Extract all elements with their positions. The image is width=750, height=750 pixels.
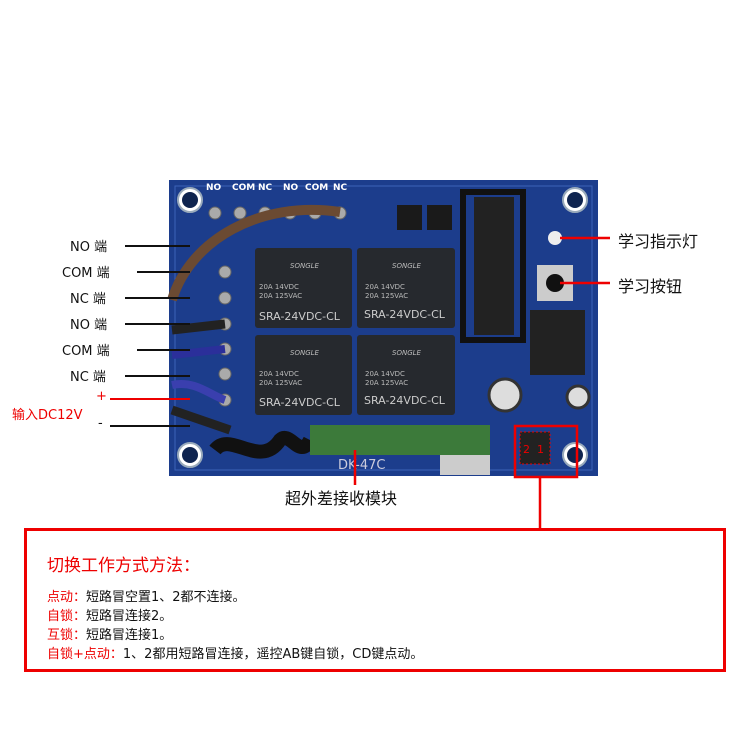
terminal-header-text: NC [333,183,348,193]
relay-rating: 20A 14VDC [259,283,299,291]
instruction-row: 自锁+点动：1、2都用短路冒连接，遥控AB键自锁，CD键点动。 [47,643,423,662]
relay-rating: 20A 14VDC [365,283,405,291]
relay-rating: 20A 125VAC [365,379,408,387]
terminal-label-no-1: NO 端 [70,240,108,255]
instruction-row: 点动：短路冒空置1、2都不连接。 [47,586,246,605]
instructions-box: 切换工作方式方法： 点动：短路冒空置1、2都不连接。 自锁：短路冒连接2。 互锁… [24,528,726,672]
terminal-header-text: COM [232,183,255,193]
power-plus-label: + [96,389,107,404]
instruction-row: 互锁：短路冒连接1。 [47,624,172,643]
relay-rating: 20A 125VAC [365,292,408,300]
learn-led-icon [548,231,562,245]
mode-description: 短路冒空置1、2都不连接。 [86,590,246,605]
terminal-label-no-2: NO 端 [70,318,108,333]
mode-description: 1、2都用短路冒连接，遥控AB键自锁，CD键点动。 [122,647,424,662]
relay-brand: SONGLE [290,349,320,357]
power-input-label: 输入DC12V [12,408,83,423]
jumper-label: 2 [523,443,530,456]
terminal-label-com-2: COM 端 [62,344,110,359]
learn-led-label: 学习指示灯 [618,232,699,251]
terminal-header-text: NC [258,183,273,193]
instructions-title: 切换工作方式方法： [47,556,200,576]
receiver-module-label: 超外差接收模块 [285,489,398,508]
relay-rating: 20A 14VDC [365,370,405,378]
module-text: DK-47C [338,458,385,473]
mode-name: 自锁： [47,609,87,624]
relay-rating: 20A 14VDC [259,370,299,378]
learn-button-label: 学习按钮 [618,277,683,296]
instruction-row: 自锁：短路冒连接2。 [47,605,172,624]
relay-rating: 20A 125VAC [259,292,302,300]
learn-button-icon [546,274,564,292]
relay-model: SRA-24VDC-CL [259,310,341,323]
terminal-header-text: COM [305,183,328,193]
relay-model: SRA-24VDC-CL [259,396,341,409]
mode-description: 短路冒连接2。 [86,609,173,624]
relay-rating: 20A 125VAC [259,379,302,387]
jumper-label: 1 [537,443,544,456]
terminal-label-nc-2: NC 端 [70,370,106,385]
mode-description: 短路冒连接1。 [86,628,173,643]
relay-brand: SONGLE [392,262,422,270]
relay-brand: SONGLE [290,262,320,270]
power-minus-label: - [98,416,103,431]
jumper-highlight-box [513,424,579,479]
relay-brand: SONGLE [392,349,422,357]
terminal-header-text: NO [283,183,299,193]
mode-name: 自锁+点动： [47,647,123,662]
mode-name: 互锁： [47,628,87,643]
relay-model: SRA-24VDC-CL [364,308,446,321]
terminal-label-nc-1: NC 端 [70,292,106,307]
relays: SONGLE SONGLE SONGLE SONGLE 20A 14VDC 20… [255,248,455,415]
relay-model: SRA-24VDC-CL [364,394,446,407]
terminal-label-com-1: COM 端 [62,266,110,281]
terminal-header-text: NO [206,183,222,193]
mode-name: 点动： [47,590,87,605]
